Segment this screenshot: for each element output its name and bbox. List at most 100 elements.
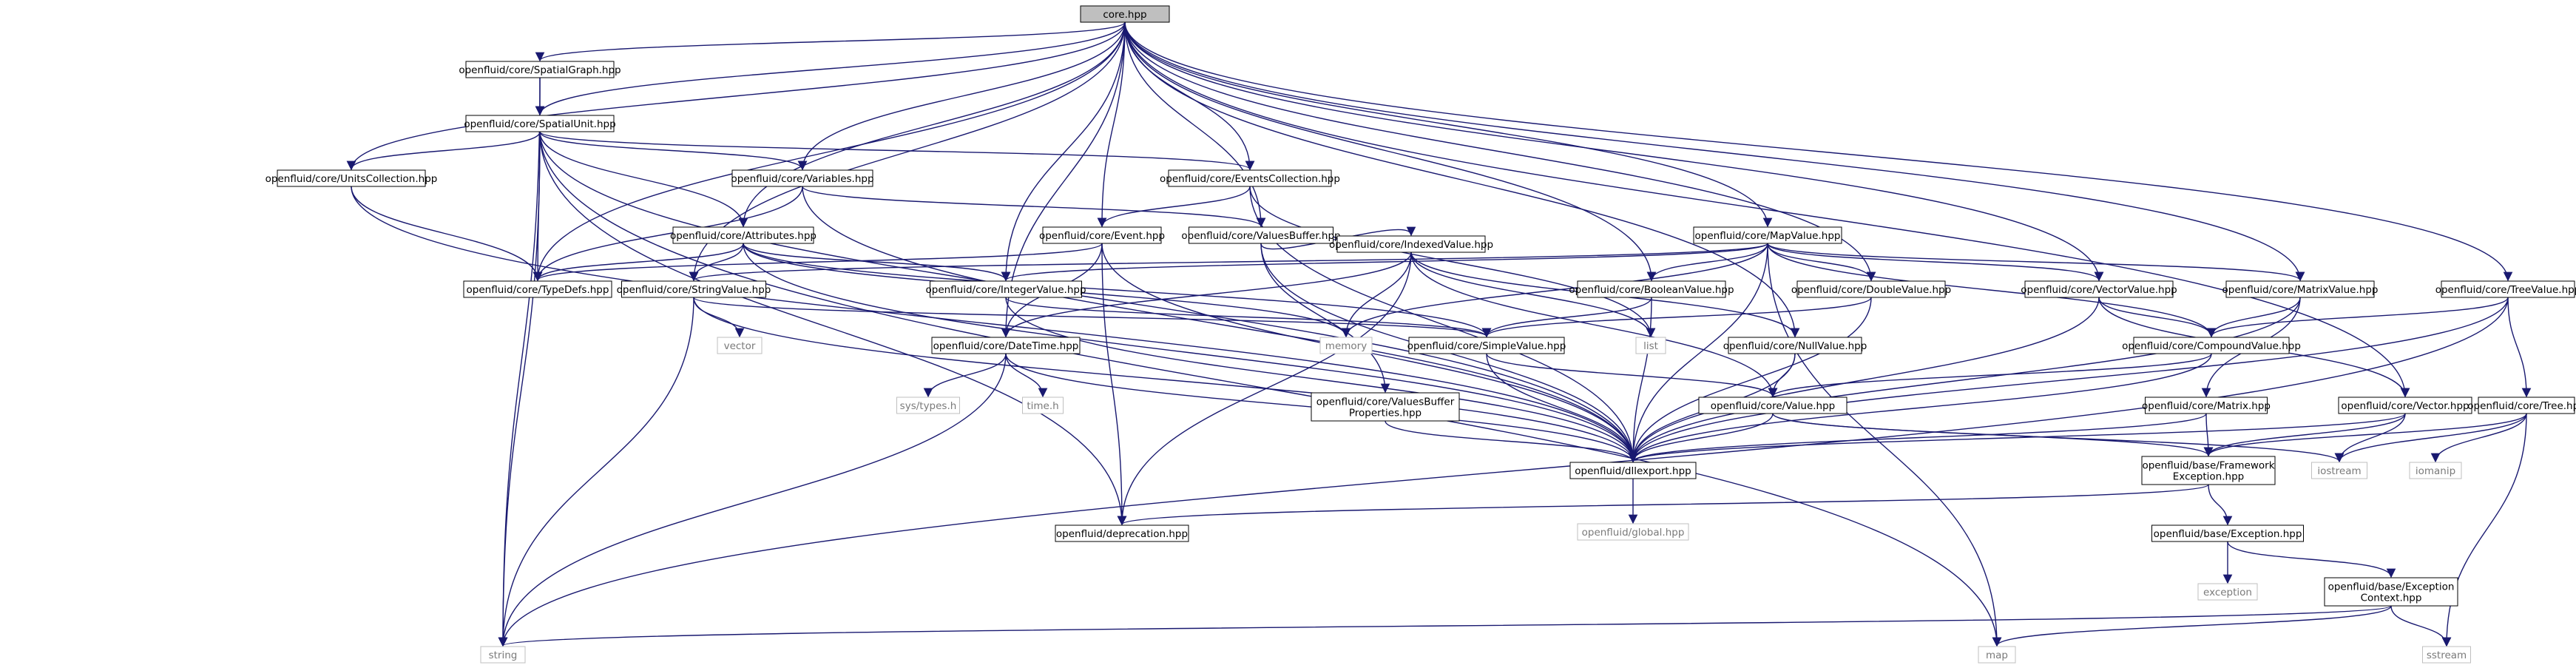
node-vectorvalue[interactable]: openfluid/core/VectorValue.hpp [2021,280,2177,298]
node-spatialgraph[interactable]: openfluid/core/SpatialGraph.hpp [459,61,621,78]
node-corevector-box [2338,397,2472,414]
node-dllexport[interactable]: openfluid/dllexport.hpp [1569,462,1697,479]
node-deprecation-label: openfluid/deprecation.hpp [1056,528,1188,540]
edge-datetime-to-string [498,353,1007,647]
node-memory-label: memory [1325,340,1367,352]
node-iomanip: iomanip [2409,462,2462,479]
node-datetime-box [931,337,1081,354]
edge-core-to-nullvalue [1124,21,1800,338]
edge-compoundvalue-to-value [1768,353,2212,398]
node-datetime[interactable]: openfluid/core/DateTime.hpp [931,337,1081,354]
node-spatialunit[interactable]: openfluid/core/SpatialUnit.hpp [464,115,616,132]
node-exception[interactable]: openfluid/base/Exception.hpp [2151,524,2304,542]
node-booleanvalue-label: openfluid/core/BooleanValue.hpp [1569,284,1734,296]
edge-core-to-mapvalue [1124,21,1773,228]
nodes-layer: core.hpp openfluid/core/SpatialGraph.hpp o… [266,5,2576,664]
node-tree[interactable]: openfluid/core/Tree.hpp [2467,397,2576,414]
node-timeh: time.h [1022,397,1064,414]
node-deprecation-box [1055,524,1189,542]
node-corevector-label: openfluid/core/Vector.hpp [2341,400,2469,412]
node-datetime-label: openfluid/core/DateTime.hpp [933,340,1079,352]
node-booleanvalue-box [1577,280,1726,298]
node-simplevalue[interactable]: openfluid/core/SimpleValue.hpp [1407,337,1566,354]
node-doublevalue-box [1796,280,1946,298]
edge-doublevalue-to-dllexport [1628,297,1872,463]
node-list: list [1635,337,1666,354]
node-simplevalue-box [1408,337,1565,354]
node-vbprops[interactable]: openfluid/core/ValuesBufferProperties.hp… [1311,392,1460,422]
edge-core-to-booleanvalue [1124,21,1657,282]
edge-corevector-to-iostream [2334,413,2406,463]
edge-treevalue-to-compoundvalue [2206,297,2509,338]
edge-mapvalue-to-doublevalue [1767,243,1876,282]
node-compoundvalue[interactable]: openfluid/core/CompoundValue.hpp [2122,337,2301,354]
node-treevalue[interactable]: openfluid/core/TreeValue.hpp [2435,280,2576,298]
node-map-label: map [1986,650,2008,661]
edge-frameworkexc-to-exception [2208,484,2233,526]
node-iomanip-label: iomanip [2416,465,2455,477]
node-vbprops-box [1311,392,1460,422]
node-valuesbuffer[interactable]: openfluid/core/ValuesBuffer.hpp [1181,226,1341,244]
edge-stringvalue-to-string [498,297,694,647]
node-matrix-box [2145,397,2268,414]
node-integervalue-box [930,280,1082,298]
node-valuesbuffer-box [1189,226,1333,244]
edge-spatialunit-to-eventscollection [539,131,1254,171]
node-spatialunit-box [465,115,615,132]
edge-core-to-variables [797,21,1126,171]
edge-vectorvalue-to-compoundvalue [2098,297,2217,338]
node-iostream-box [2311,462,2367,479]
edge-spatialunit-to-attributes [539,131,748,228]
node-systypes-box [896,397,960,414]
edge-mapvalue-to-booleanvalue [1646,243,1768,282]
node-core[interactable]: core.hpp [1080,5,1170,23]
edge-core-to-vectorvalue [1124,21,2104,282]
node-doublevalue[interactable]: openfluid/core/DoubleValue.hpp [1791,280,1951,298]
node-typedefs[interactable]: openfluid/core/TypeDefs.hpp [463,280,612,298]
edge-matrix-to-frameworkexc [2203,413,2214,457]
node-attributes[interactable]: openfluid/core/Attributes.hpp [670,226,817,244]
node-systypes: sys/types.h [896,397,960,414]
node-matrixvalue-label: openfluid/core/MatrixValue.hpp [2222,284,2379,296]
node-unitscollection[interactable]: openfluid/core/UnitsCollection.hpp [266,169,438,187]
edges-layer [346,21,2532,647]
edge-eventscollection-to-list [1249,186,1656,338]
node-nullvalue-label: openfluid/core/NullValue.hpp [1723,340,1867,352]
node-corevector[interactable]: openfluid/core/Vector.hpp [2338,397,2472,414]
node-mapvalue[interactable]: openfluid/core/MapValue.hpp [1693,226,1842,244]
edge-tree-to-frameworkexc [2203,413,2527,457]
node-sstream: sstream [2422,646,2471,664]
node-value[interactable]: openfluid/core/Value.hpp [1698,397,1848,414]
node-string-box [480,646,526,664]
node-vector-box [717,337,763,354]
edge-stringvalue-to-dllexport [693,297,1638,463]
node-sstream-box [2422,646,2471,664]
node-list-label: list [1643,340,1658,352]
node-stringvalue[interactable]: openfluid/core/StringValue.hpp [617,280,771,298]
node-treevalue-box [2441,280,2575,298]
edge-mapvalue-to-memory [1341,243,1768,338]
node-vector-label: vector [724,340,756,352]
node-matrix[interactable]: openfluid/core/Matrix.hpp [2142,397,2271,414]
node-integervalue[interactable]: openfluid/core/IntegerValue.hpp [925,280,1086,298]
node-vectorvalue-box [2024,280,2174,298]
node-nullvalue[interactable]: openfluid/core/NullValue.hpp [1723,337,1867,354]
node-booleanvalue[interactable]: openfluid/core/BooleanValue.hpp [1569,280,1734,298]
edge-valuesbuffer-to-indexedvalue [1260,226,1416,250]
node-event[interactable]: openfluid/core/Event.hpp [1039,226,1165,244]
node-variables[interactable]: openfluid/core/Variables.hpp [731,169,874,187]
edge-mapvalue-to-integervalue [1001,243,1768,282]
edge-core-to-valuesbuffer [1124,21,1266,228]
node-exccontext-box [2324,577,2458,607]
edge-indexedvalue-to-datetime [1001,252,1412,338]
node-map: map [1978,646,2016,664]
node-eventscollection-label: openfluid/core/EventsCollection.hpp [1160,173,1340,185]
node-deprecation[interactable]: openfluid/deprecation.hpp [1055,524,1189,542]
node-eventscollection[interactable]: openfluid/core/EventsCollection.hpp [1160,169,1340,187]
node-exception-label: openfluid/base/Exception.hpp [2154,528,2302,540]
node-indexedvalue[interactable]: openfluid/core/IndexedValue.hpp [1329,235,1493,253]
node-matrixvalue[interactable]: openfluid/core/MatrixValue.hpp [2222,280,2379,298]
edge-variables-to-valuesbuffer [802,186,1266,228]
